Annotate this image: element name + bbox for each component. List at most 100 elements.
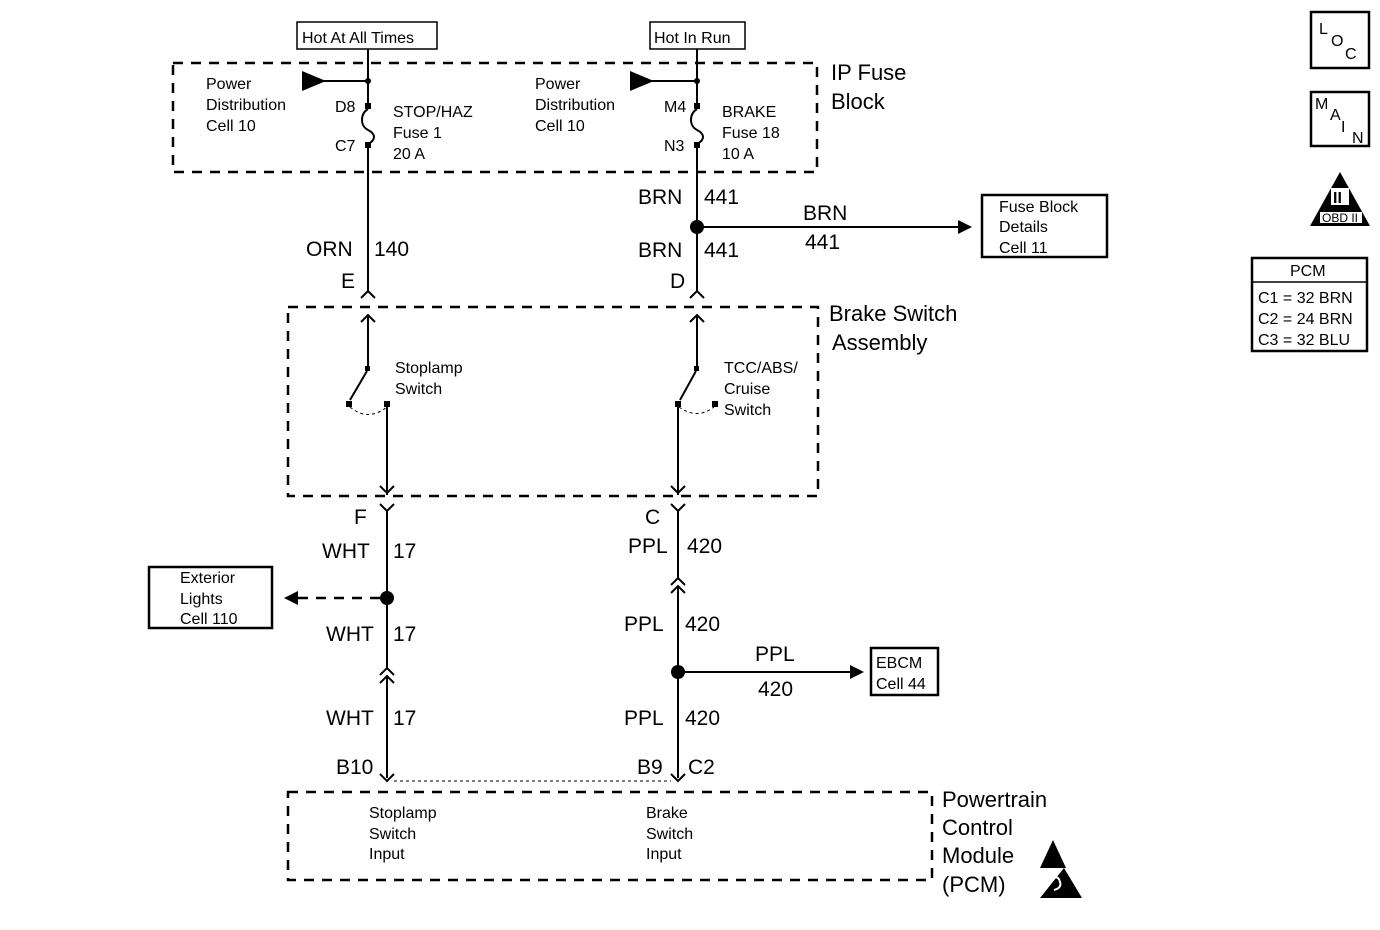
obd-ii-icon[interactable]: II OBD II: [1310, 172, 1370, 226]
pcm-table-row-1: C1 = 32 BRN: [1258, 290, 1353, 307]
stoplamp-switch-blade: [349, 370, 368, 401]
wht-17-splice: [380, 591, 394, 605]
pin-b10: B10: [336, 756, 373, 779]
brn-441-mid-num: 441: [704, 239, 739, 262]
brn-441-top-color: BRN: [638, 186, 682, 209]
fuse18-line-3: 10 A: [722, 146, 754, 163]
power-dist-left-2: Distribution: [206, 97, 286, 114]
tcc-switch-label-1: TCC/ABS/: [724, 360, 798, 377]
ppl-420-a-color: PPL: [628, 535, 668, 558]
fuse1-line-3: 20 A: [393, 146, 425, 163]
fuse18-symbol: [690, 108, 704, 145]
power-dist-left-1: Power: [206, 76, 252, 93]
ip-fuse-block-title-1: IP Fuse: [831, 60, 906, 85]
power-dist-left-3: Cell 10: [206, 118, 256, 135]
exterior-lights-arrow: [284, 591, 298, 605]
pcm-brake-input-2: Switch: [646, 826, 693, 843]
pcm-outline: [286, 790, 934, 882]
tcc-switch-label-3: Switch: [724, 402, 771, 419]
ebcm-box[interactable]: [869, 646, 940, 697]
fuse1-line-1: STOP/HAZ: [393, 104, 473, 121]
brn-441-branch-num: 441: [805, 231, 840, 254]
ppl-420-c-color: PPL: [624, 707, 664, 730]
connector-e: E: [341, 270, 355, 293]
power-dist-right-3: Cell 10: [535, 118, 585, 135]
svg-text:C: C: [1345, 46, 1357, 63]
connector-c: C: [645, 506, 660, 529]
svg-text:II: II: [1333, 190, 1342, 207]
pcm-title-3: Module: [942, 843, 1014, 868]
hot-in-run-label: Hot In Run: [654, 30, 730, 47]
power-dist-right-1: Power: [535, 76, 581, 93]
connector-e-symbol: [360, 289, 376, 299]
brn-441-branch-color: BRN: [803, 202, 847, 225]
fuse1-symbol: [361, 108, 375, 145]
pcm-brake-input-3: Input: [646, 846, 682, 863]
pcm-table-row-3: C3 = 32 BLU: [1258, 332, 1350, 349]
stoplamp-switch-label-1: Stoplamp: [395, 360, 463, 377]
wht-17-a-color: WHT: [322, 540, 370, 563]
hot-at-all-times-label: Hot At All Times: [302, 30, 414, 47]
fuse-block-details-box[interactable]: [980, 193, 1109, 259]
fuse1-line-2: Fuse 1: [393, 125, 442, 142]
pcm-brake-input-1: Brake: [646, 805, 688, 822]
loc-icon[interactable]: L O C: [1309, 10, 1371, 70]
fuse-block-details-1: Fuse Block: [999, 199, 1079, 216]
tcc-switch-blade: [679, 370, 697, 401]
fuse18-line-1: BRAKE: [722, 104, 776, 121]
pcm-connector-table: PCM C1 = 32 BRN C2 = 24 BRN C3 = 32 BLU: [1250, 256, 1369, 353]
fuse1-pin-out: C7: [335, 138, 356, 155]
svg-text:L: L: [1319, 21, 1328, 38]
brake-switch-assembly-title-1: Brake Switch: [829, 301, 957, 326]
brn-441-mid-color: BRN: [638, 239, 682, 262]
connector-f-symbol: [379, 503, 395, 513]
ppl-420-b-color: PPL: [624, 613, 664, 636]
wht-17-c-num: 17: [393, 707, 416, 730]
tcc-switch-label-2: Cruise: [724, 381, 770, 398]
ebcm-2: Cell 44: [876, 676, 926, 693]
ppl-420-branch-num: 420: [758, 678, 793, 701]
svg-text:N: N: [1352, 130, 1364, 147]
exterior-lights-2: Lights: [180, 591, 223, 608]
fuse18-pin-out: N3: [664, 138, 685, 155]
connector-d: D: [670, 270, 685, 293]
ebcm-1: EBCM: [876, 655, 922, 672]
pcm-title-2: Control: [942, 815, 1013, 840]
connector-d-symbol: [689, 289, 705, 299]
wht-17-b-num: 17: [393, 623, 416, 646]
svg-text:OBD II: OBD II: [1322, 211, 1358, 225]
connector-c-symbol: [670, 503, 686, 513]
power-dist-right-2: Distribution: [535, 97, 615, 114]
fuse-block-details-3: Cell 11: [999, 240, 1048, 257]
wht-17-b-color: WHT: [326, 623, 374, 646]
stoplamp-switch-label-2: Switch: [395, 381, 442, 398]
ppl-420-c-num: 420: [685, 707, 720, 730]
pcm-table-title: PCM: [1290, 263, 1326, 280]
pcm-stoplamp-input-1: Stoplamp: [369, 805, 437, 822]
connector-f: F: [354, 506, 367, 529]
ppl-420-a-num: 420: [687, 535, 722, 558]
pcm-table-row-2: C2 = 24 BRN: [1258, 311, 1353, 328]
brn-441-branch-arrow: [958, 220, 972, 234]
esd-warning-icon: [1040, 840, 1082, 898]
exterior-lights-3: Cell 110: [180, 611, 238, 628]
pcm-title-4: (PCM): [942, 872, 1006, 897]
pcm-stoplamp-input-2: Switch: [369, 826, 416, 843]
fuse1-pin-in: D8: [335, 99, 356, 116]
orn-140-num: 140: [374, 238, 409, 261]
pin-c2: C2: [688, 756, 715, 779]
ip-fuse-block-outline: [171, 61, 819, 174]
ppl-420-b-num: 420: [685, 613, 720, 636]
orn-140-color: ORN: [306, 238, 353, 261]
pcm-stoplamp-input-3: Input: [369, 846, 405, 863]
ppl-420-branch-color: PPL: [755, 643, 795, 666]
ip-fuse-block-title-2: Block: [831, 89, 886, 114]
fuse-block-details-2: Details: [999, 219, 1048, 236]
main-icon[interactable]: M A I N: [1309, 90, 1371, 148]
exterior-lights-box[interactable]: [147, 565, 274, 630]
wht-17-c-color: WHT: [326, 707, 374, 730]
pcm-title-1: Powertrain: [942, 787, 1047, 812]
svg-text:A: A: [1330, 107, 1341, 124]
brn-441-top-num: 441: [704, 186, 739, 209]
